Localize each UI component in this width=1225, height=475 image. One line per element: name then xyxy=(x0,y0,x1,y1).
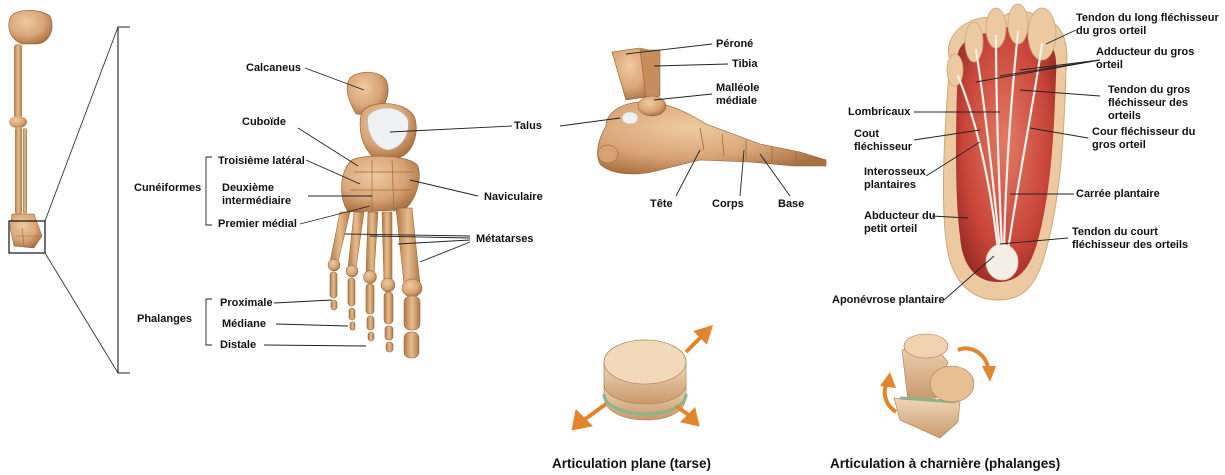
label-perone: Péroné xyxy=(716,38,753,51)
label-base: Base xyxy=(778,198,804,211)
label-cour-flechisseur: Cour fléchisseur du gros orteil xyxy=(1092,126,1195,152)
label-distale: Distale xyxy=(220,339,256,352)
label-talus: Talus xyxy=(514,120,542,133)
label-abducteur-petit: Abducteur du petit orteil xyxy=(864,210,936,236)
label-phalanges: Phalanges xyxy=(137,313,192,326)
caption-plane: Articulation plane (tarse) xyxy=(552,456,711,471)
label-tete: Tête xyxy=(650,198,673,211)
label-metatarses: Métatarses xyxy=(476,233,533,246)
label-calcaneus: Calcaneus xyxy=(246,62,301,75)
label-troisieme-lateral: Troisième latéral xyxy=(218,155,305,168)
label-deuxieme-intermediaire: Deuxième intermédiaire xyxy=(222,182,291,208)
label-malleole: Malléole médiale xyxy=(716,82,759,108)
plantar-foot xyxy=(943,4,1066,300)
label-carree: Carrée plantaire xyxy=(1076,188,1160,201)
label-cuboide: Cuboïde xyxy=(242,116,286,129)
label-cout-flechisseur: Cout fléchisseur xyxy=(854,128,912,154)
label-mediane: Médiane xyxy=(222,318,266,331)
label-corps: Corps xyxy=(712,198,744,211)
leg-skeleton xyxy=(9,10,52,248)
plane-joint xyxy=(574,328,710,428)
dorsal-foot xyxy=(328,72,422,358)
label-lombricaux: Lombricaux xyxy=(848,106,910,119)
label-tendon-long: Tendon du long fléchisseur du gros ortei… xyxy=(1076,12,1219,38)
lateral-foot xyxy=(598,48,826,174)
label-tendon-court: Tendon du court fléchisseur des orteils xyxy=(1072,226,1188,252)
label-interosseux: Interosseux plantaires xyxy=(864,166,926,192)
hinge-joint xyxy=(880,334,996,438)
label-tibia: Tibia xyxy=(732,58,757,71)
label-naviculaire: Naviculaire xyxy=(484,191,543,204)
label-proximale: Proximale xyxy=(220,297,273,310)
caption-charniere: Articulation à charnière (phalanges) xyxy=(830,456,1060,471)
label-aponevrose: Aponévrose plantaire xyxy=(832,294,944,307)
label-cuneiformes: Cunéiformes xyxy=(134,182,201,195)
bracket xyxy=(118,27,130,373)
label-tendon-gros: Tendon du gros fléchisseur des orteils xyxy=(1108,84,1190,123)
label-adducteur: Adducteur du gros orteil xyxy=(1096,46,1194,72)
label-premier-medial: Premier médial xyxy=(218,218,297,231)
